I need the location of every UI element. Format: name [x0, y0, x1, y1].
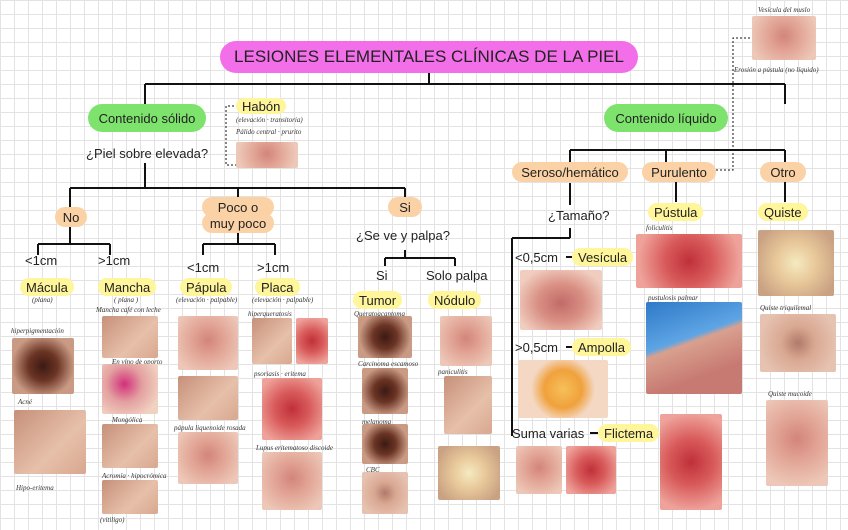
- placa-note-1: hiperqueratosis: [248, 310, 292, 318]
- tumor-note-2: Carcinoma escamoso: [358, 360, 419, 368]
- nodulo-note-1: paniculitis: [438, 368, 468, 376]
- papula-label: Pápula: [180, 278, 233, 296]
- papula-sub: (elevación · palpable): [176, 296, 238, 304]
- tumor-note-4: CBC: [366, 466, 380, 474]
- tumor-photo-1: [358, 316, 412, 358]
- main-title: LESIONES ELEMENTALES CLÍNICAS DE LA PIEL: [220, 41, 638, 73]
- tumor-condition: Si: [376, 268, 388, 283]
- quiste-photo-2: [760, 314, 836, 372]
- ampolla-photo: [518, 360, 608, 418]
- placa-label: Placa: [255, 278, 300, 296]
- mancha-photo-2: [102, 364, 158, 414]
- mancha-photo-1: [102, 316, 158, 358]
- mancha-note-1: Mancha café con leche: [96, 306, 161, 314]
- topnote-a: Vesícula del muslo: [758, 6, 811, 14]
- macula-size: <1cm: [25, 253, 58, 268]
- quiste-photo-1: [758, 230, 834, 296]
- habon-label: Habón: [236, 98, 287, 114]
- vesicula-photo: [520, 270, 602, 330]
- macula-photo-1: [12, 338, 74, 394]
- placa-note-2: psoriasis · eritema: [254, 370, 306, 378]
- no-node: No: [55, 207, 87, 227]
- papula-size: <1cm: [187, 260, 220, 275]
- quiste-note-2: Quiste mucoide: [768, 390, 812, 398]
- macula-label: Mácula: [20, 278, 74, 296]
- pustula-photo-3: [660, 414, 722, 510]
- see-touch-question: ¿Se ve y palpa?: [356, 228, 450, 243]
- flictema-size: Suma varias: [512, 426, 585, 441]
- otro-node: Otro: [760, 162, 806, 182]
- quiste-label: Quiste: [758, 203, 808, 221]
- nodulo-photo-3: [438, 446, 500, 500]
- quiste-note-1: Quiste triquilemal: [760, 304, 812, 312]
- mancha-note-2: En vino de oporto: [112, 358, 163, 366]
- habon-sub: (elevación · transitoria): [236, 116, 303, 124]
- tumor-photo-4: [362, 472, 408, 514]
- mancha-sub: ( plana ): [114, 296, 139, 304]
- poco-node-2: muy poco: [202, 213, 274, 233]
- tumor-label: Tumor: [353, 291, 403, 309]
- mancha-photo-3: [102, 424, 158, 468]
- papula-photo-3: [178, 432, 238, 484]
- solid-content-node: Contenido sólido: [88, 104, 206, 132]
- macula-sub: (plana): [32, 296, 53, 304]
- sero-node: Seroso/hemático: [512, 162, 628, 182]
- mancha-note-3: Mongólica: [112, 416, 143, 424]
- macula-photo-2: [14, 410, 86, 474]
- elevated-question: ¿Piel sobre elevada?: [86, 146, 209, 161]
- pustula-note-1: foliculitis: [646, 224, 673, 232]
- placa-sub: (elevación · palpable): [252, 296, 314, 304]
- nodulo-condition: Solo palpa: [426, 268, 488, 283]
- papula-photo-1: [178, 316, 238, 370]
- habon-photo: [236, 142, 298, 168]
- nodulo-label: Nódulo: [428, 291, 482, 309]
- tumor-photo-2: [362, 368, 408, 414]
- placa-size: >1cm: [257, 260, 290, 275]
- topnote-b: Erosión a pústula (no líquido): [734, 66, 819, 74]
- vesicula-size: <0,5cm: [515, 250, 558, 265]
- ampolla-size: >0,5cm: [515, 340, 558, 355]
- macula-note-3: Hipo-eritema: [16, 484, 54, 492]
- mancha-size: >1cm: [98, 253, 131, 268]
- mancha-photo-4: [102, 480, 158, 514]
- pustula-label: Pústula: [648, 203, 704, 221]
- pustula-note-2: pustulosis palmar: [648, 294, 698, 302]
- placa-photo-4: [262, 452, 322, 510]
- tumor-note-3: melanoma: [362, 418, 392, 426]
- vesicula-label: Vesícula: [572, 248, 634, 266]
- placa-photo-2: [296, 318, 328, 364]
- papula-photo-2: [178, 376, 238, 420]
- flictema-photo-2: [566, 446, 616, 494]
- liquid-content-node: Contenido líquido: [604, 104, 728, 132]
- macula-note-1: hiperpigmentación: [11, 327, 64, 335]
- habon-note: Pálido central · prurito: [236, 128, 302, 136]
- purulento-node: Purulento: [642, 162, 716, 182]
- papula-note-1: pápula liquenoide rosada: [174, 424, 246, 432]
- pustula-photo-2: [646, 302, 742, 394]
- size-question: ¿Tamaño?: [548, 208, 610, 223]
- flictema-label: Flictema: [598, 424, 660, 442]
- macula-note-2: Acné: [18, 398, 32, 406]
- ampolla-label: Ampolla: [572, 338, 631, 356]
- pustula-photo-1: [636, 234, 742, 288]
- mancha-note-4: Acromía · hipocrómica: [102, 472, 167, 480]
- placa-note-3: Lupus eritematoso discoide: [256, 444, 333, 452]
- tumor-note-1: Queratoacantoma: [354, 310, 405, 318]
- nodulo-photo-1: [440, 316, 492, 366]
- poco-node-1: Poco o: [202, 197, 274, 217]
- si-node: Si: [388, 197, 422, 217]
- nodulo-photo-2: [444, 376, 492, 434]
- flictema-photo-1: [516, 446, 562, 494]
- mancha-note-5: (vitiligo): [100, 516, 125, 524]
- topnote-photo: [752, 16, 816, 60]
- placa-photo-3: [262, 378, 322, 440]
- placa-photo-1: [252, 318, 292, 364]
- mancha-label: Mancha: [98, 278, 157, 296]
- quiste-photo-3: [766, 400, 828, 486]
- tumor-photo-3: [362, 424, 408, 464]
